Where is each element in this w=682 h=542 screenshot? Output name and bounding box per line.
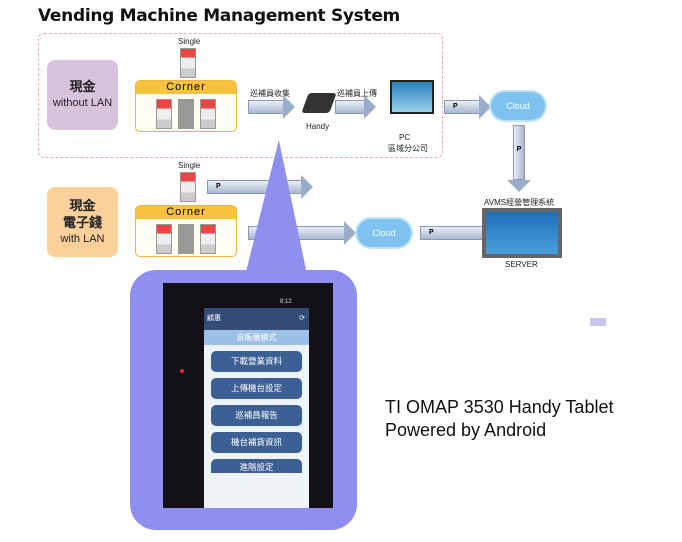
page-title: Vending Machine Management System xyxy=(38,6,400,26)
corner-box: Corner xyxy=(135,80,237,132)
corner-label: Corner xyxy=(136,81,236,94)
caption-line-2: Powered by Android xyxy=(385,420,547,440)
single-label: Single xyxy=(178,37,201,46)
arrow-p-server: P xyxy=(420,221,501,245)
cloud-top: Cloud xyxy=(491,92,545,120)
led-indicator xyxy=(180,369,184,373)
callout-pointer xyxy=(245,140,341,275)
offline-zone xyxy=(38,33,443,158)
arrow-single-p: P xyxy=(207,175,313,199)
report-button[interactable]: 巡補員報告 xyxy=(211,405,302,426)
status-time: 8:12 xyxy=(280,299,292,305)
single-label: Single xyxy=(178,161,201,170)
single-machine xyxy=(180,48,196,78)
restock-info-button[interactable]: 機台補貨資訊 xyxy=(211,432,302,453)
phone-screen: 顧惠 ⟳ 自販機模式 下載營業資料 上傳機台設定 巡補員報告 機台補貨資訊 進階設… xyxy=(204,308,309,508)
decorative-rect xyxy=(590,318,606,326)
payment-sub: with LAN xyxy=(60,232,105,245)
upload-settings-button[interactable]: 上傳機台設定 xyxy=(211,378,302,399)
advanced-settings-button[interactable]: 進階設定 xyxy=(211,459,302,473)
cloud-bottom: Cloud xyxy=(357,219,411,247)
pc-sub-label: 區域分公司 xyxy=(388,144,428,153)
arrow-p1: P xyxy=(444,95,491,119)
server-title: AVMS經營管理系統 xyxy=(484,198,555,207)
with-lan-box: 現金電子錢 with LAN xyxy=(47,187,118,257)
arrow-p2: P xyxy=(513,125,525,180)
payment-title: 現金 xyxy=(69,197,96,213)
without-lan-box: 現金 without LAN xyxy=(47,60,118,130)
corner-label: Corner xyxy=(136,206,236,219)
payment-title: 現金 xyxy=(69,79,96,94)
caption-line-1: TI OMAP 3530 Handy Tablet xyxy=(385,397,614,417)
arrow-down-head xyxy=(507,180,531,192)
logout-icon[interactable]: ⟳ xyxy=(299,315,305,322)
single-machine xyxy=(180,172,196,202)
handy-label: Handy xyxy=(306,122,330,131)
pc-label: PC xyxy=(399,133,411,142)
arrow-corner xyxy=(248,221,356,245)
upload-label: 巡補員上傳 xyxy=(337,89,377,98)
collect-label: 巡補員收集 xyxy=(250,89,290,98)
arrow-collect xyxy=(248,95,295,119)
corner-box: Corner xyxy=(135,205,237,257)
server-monitor-icon xyxy=(482,208,562,258)
app-title: 顧惠 xyxy=(207,315,221,322)
app-bar: 顧惠 ⟳ xyxy=(204,308,309,330)
pc-icon xyxy=(390,80,434,114)
payment-title-2: 電子錢 xyxy=(62,214,102,230)
arrow-upload xyxy=(335,95,376,119)
server-label: SERVER xyxy=(505,260,538,269)
payment-sub: without LAN xyxy=(52,97,113,109)
download-sales-button[interactable]: 下載營業資料 xyxy=(211,351,302,372)
mode-header: 自販機模式 xyxy=(204,330,309,345)
